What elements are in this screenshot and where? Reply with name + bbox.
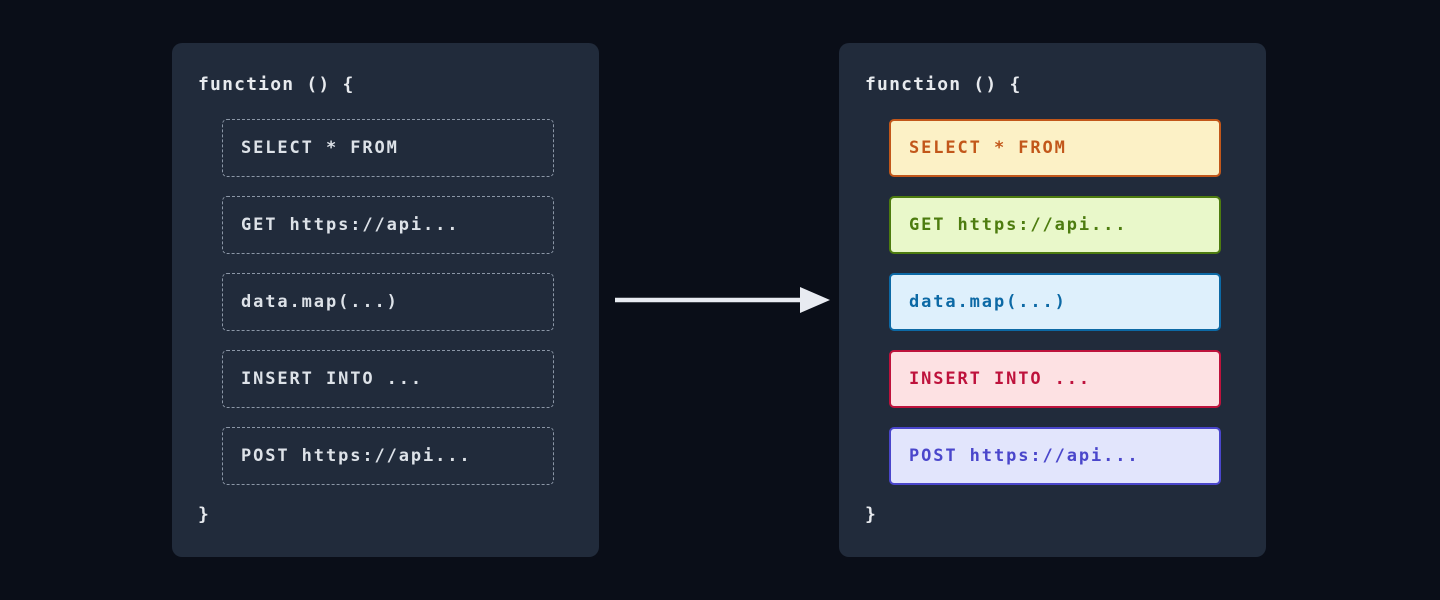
code-block-label: SELECT * FROM [241,138,399,158]
right-arrow-icon [615,287,830,313]
code-block-sql-select: SELECT * FROM [222,119,554,177]
transform-arrow [610,282,832,318]
code-block-sql-select: SELECT * FROM [889,119,1221,177]
code-block-label: data.map(...) [909,292,1067,312]
function-declaration-close: } [865,504,876,525]
categorized-block-list: SELECT * FROM GET https://api... data.ma… [889,119,1221,485]
code-block-http-get: GET https://api... [222,196,554,254]
code-block-data-map: data.map(...) [222,273,554,331]
code-block-label: data.map(...) [241,292,399,312]
code-block-label: GET https://api... [241,215,460,235]
function-declaration-close: } [198,504,209,525]
code-block-label: POST https://api... [909,446,1140,466]
code-block-http-get: GET https://api... [889,196,1221,254]
code-block-label: INSERT INTO ... [909,369,1092,389]
code-block-label: INSERT INTO ... [241,369,424,389]
function-declaration-open: function () { [198,74,355,95]
code-block-label: POST https://api... [241,446,472,466]
code-block-label: GET https://api... [909,215,1128,235]
code-block-http-post: POST https://api... [889,427,1221,485]
code-block-http-post: POST https://api... [222,427,554,485]
code-block-label: SELECT * FROM [909,138,1067,158]
code-block-sql-insert: INSERT INTO ... [889,350,1221,408]
categorized-code-panel: function () { SELECT * FROM GET https://… [839,43,1266,557]
code-block-sql-insert: INSERT INTO ... [222,350,554,408]
code-block-data-map: data.map(...) [889,273,1221,331]
function-declaration-open: function () { [865,74,1022,95]
source-code-panel: function () { SELECT * FROM GET https://… [172,43,599,557]
source-block-list: SELECT * FROM GET https://api... data.ma… [222,119,554,485]
